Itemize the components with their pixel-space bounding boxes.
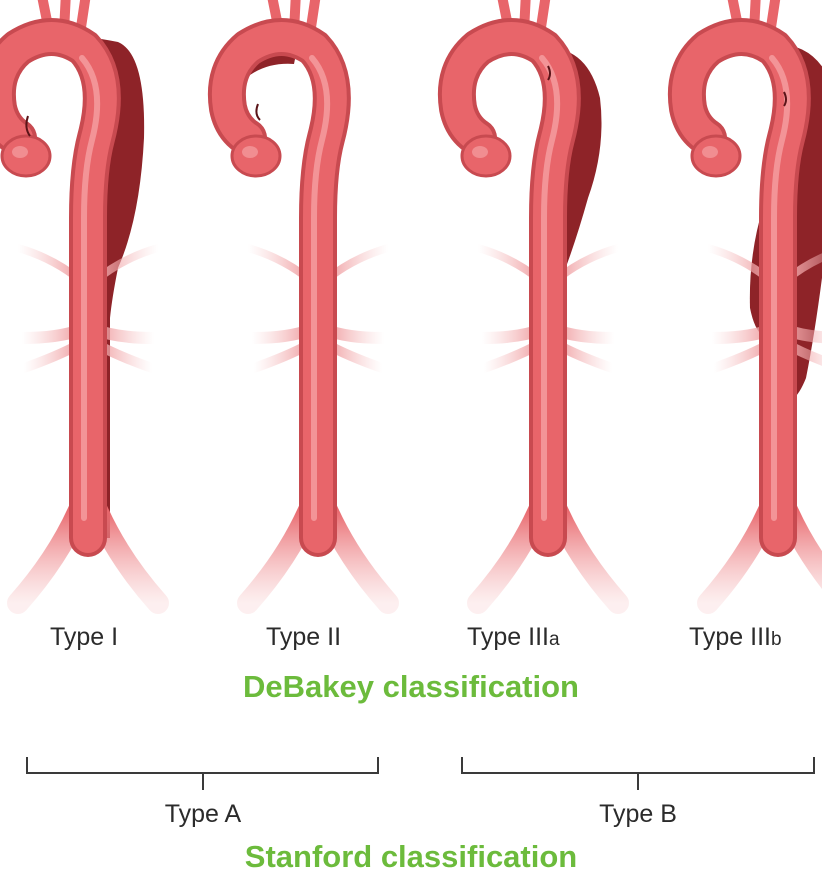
aorta-type-iiib <box>687 0 822 603</box>
stanford-classification-title: Stanford classification <box>245 839 577 872</box>
stanford-type-b-label: Type B <box>599 800 677 828</box>
debakey-type-iiib-label: Type IIIb <box>689 623 782 651</box>
aorta-type-ii <box>227 0 388 603</box>
debakey-type-i-label: Type I <box>50 623 118 651</box>
debakey-type-ii-label: Type II <box>266 623 341 651</box>
stanford-type-a-bracket <box>27 757 378 790</box>
debakey-classification-title: DeBakey classification <box>243 669 579 704</box>
stanford-type-a-label: Type A <box>165 800 242 828</box>
aorta-type-i <box>0 0 158 603</box>
aorta-type-iiia <box>457 0 618 603</box>
debakey-type-iiia-label: Type IIIa <box>467 623 560 651</box>
stanford-type-b-bracket <box>462 757 814 790</box>
